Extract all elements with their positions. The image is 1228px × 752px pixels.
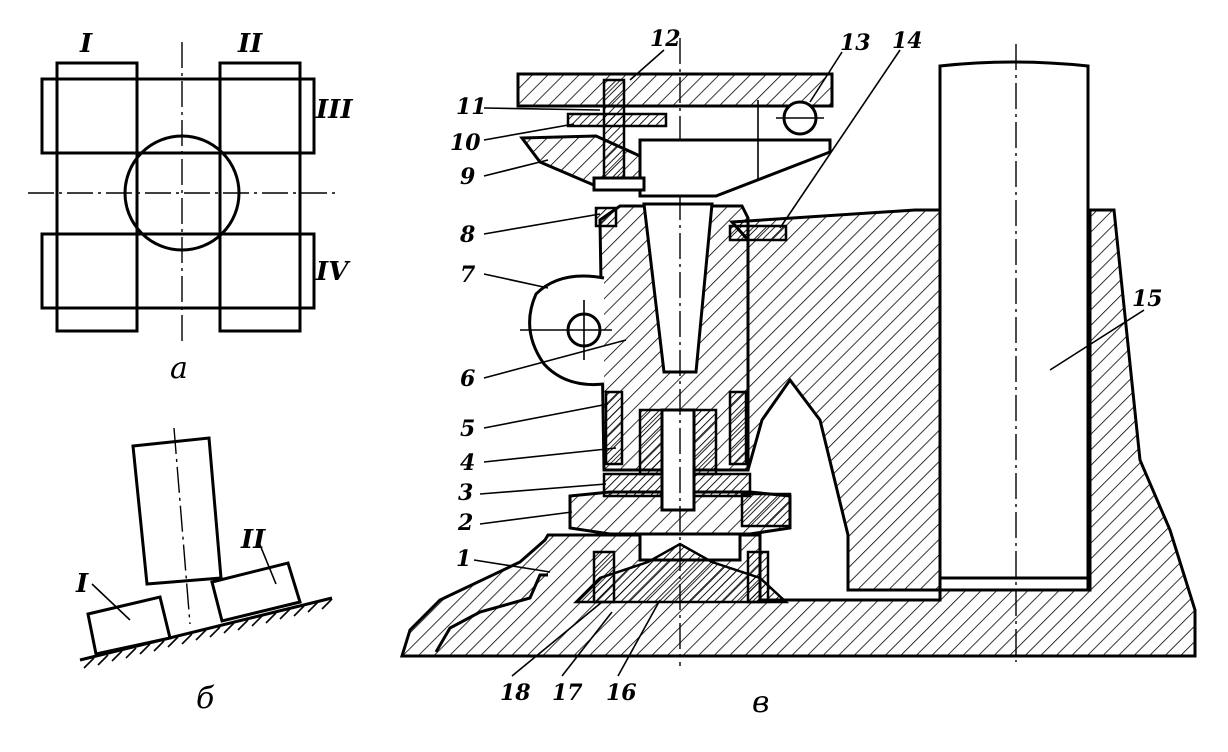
view-label-a: а	[170, 351, 188, 386]
part-label-18: 18	[500, 680, 531, 706]
bolt-left	[592, 550, 616, 604]
tilted-view: I II б	[75, 427, 333, 716]
clamp-screw	[602, 78, 626, 192]
surface-hatching	[83, 598, 333, 669]
plan-right-column	[218, 61, 302, 333]
part-label-16: 16	[606, 680, 637, 706]
block-ii	[210, 561, 302, 623]
upper-arm	[638, 138, 832, 198]
plan-zone-label-1: I	[79, 29, 93, 59]
column-15	[938, 60, 1090, 592]
plan-top-band	[40, 77, 316, 155]
block-i	[86, 595, 172, 656]
part-8-nut	[594, 206, 618, 228]
plan-left-column	[55, 61, 139, 333]
plan-bottom-band	[40, 232, 316, 310]
part-label-1: 1	[456, 546, 471, 572]
spring-left	[604, 390, 624, 466]
part-label-8: 8	[459, 222, 475, 248]
spring-right	[728, 390, 748, 466]
part-label-9: 9	[460, 164, 475, 190]
part-label-2: 2	[457, 510, 473, 536]
part-label-6: 6	[460, 366, 475, 392]
part-label-10: 10	[450, 130, 481, 156]
plan-zone-label-4: IV	[315, 257, 351, 287]
part-label-12: 12	[650, 26, 681, 52]
center-pin	[660, 408, 696, 512]
part-label-13: 13	[840, 30, 871, 56]
part-label-3: 3	[458, 480, 473, 506]
part-14-screw	[728, 224, 788, 242]
part-callouts: 1 2 3 4 5 6 7 8 9 10 11 12 13 14 15 16 1…	[450, 26, 1163, 706]
plan-zone-label-3: III	[315, 95, 353, 125]
part-label-15: 15	[1132, 286, 1163, 312]
part-12-top-plate	[516, 72, 834, 108]
part-label-7: 7	[460, 262, 476, 288]
part-label-5: 5	[460, 416, 475, 442]
block-label-1: I	[75, 569, 89, 599]
view-label-b: б	[196, 681, 215, 716]
plan-view: I II III IV а	[28, 29, 353, 386]
pressing-rod	[131, 436, 223, 586]
part-label-4: 4	[460, 450, 475, 476]
part-label-14: 14	[892, 28, 923, 54]
section-view: 1 2 3 4 5 6 7 8 9 10 11 12 13 14 15 16 1…	[399, 26, 1197, 720]
adjust-nut	[740, 492, 792, 528]
spindle-cone	[642, 202, 714, 374]
part-label-11: 11	[456, 94, 487, 120]
view-label-c: в	[752, 685, 769, 720]
plan-zone-label-2: II	[237, 29, 263, 59]
part-label-17: 17	[552, 680, 583, 706]
bolt-right	[746, 550, 770, 604]
